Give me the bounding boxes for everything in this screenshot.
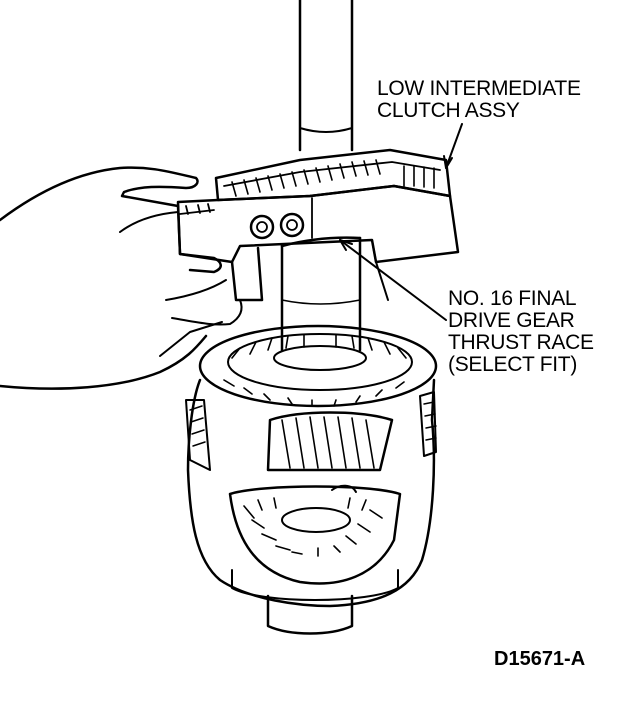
upper-shaft: [298, 0, 354, 152]
differential-housing: [185, 324, 438, 608]
clutch-leader-arrow: [443, 155, 453, 169]
clutch-label-line-2: CLUTCH ASSY: [377, 99, 520, 122]
clutch-assembly-label: LOW INTERMEDIATE CLUTCH ASSY: [377, 78, 581, 122]
race-label-line-4: (SELECT FIT): [448, 353, 578, 376]
output-shaft: [266, 594, 354, 635]
figure-id: D15671-A: [494, 648, 586, 670]
race-leader-arrow: [339, 239, 353, 251]
race-label-line-1: NO. 16 FINAL: [448, 287, 577, 310]
race-label-line-3: THRUST RACE: [448, 331, 594, 354]
thrust-race-shaft: [280, 236, 362, 352]
clutch-assembly: [176, 148, 460, 302]
clutch-label-line-1: LOW INTERMEDIATE: [377, 77, 581, 100]
race-leader-line: [339, 239, 447, 321]
race-label-line-2: DRIVE GEAR: [448, 309, 575, 332]
hand: [0, 166, 243, 390]
clutch-leader-line: [445, 123, 463, 169]
thrust-race-label: NO. 16 FINAL DRIVE GEAR THRUST RACE (SEL…: [448, 288, 594, 376]
